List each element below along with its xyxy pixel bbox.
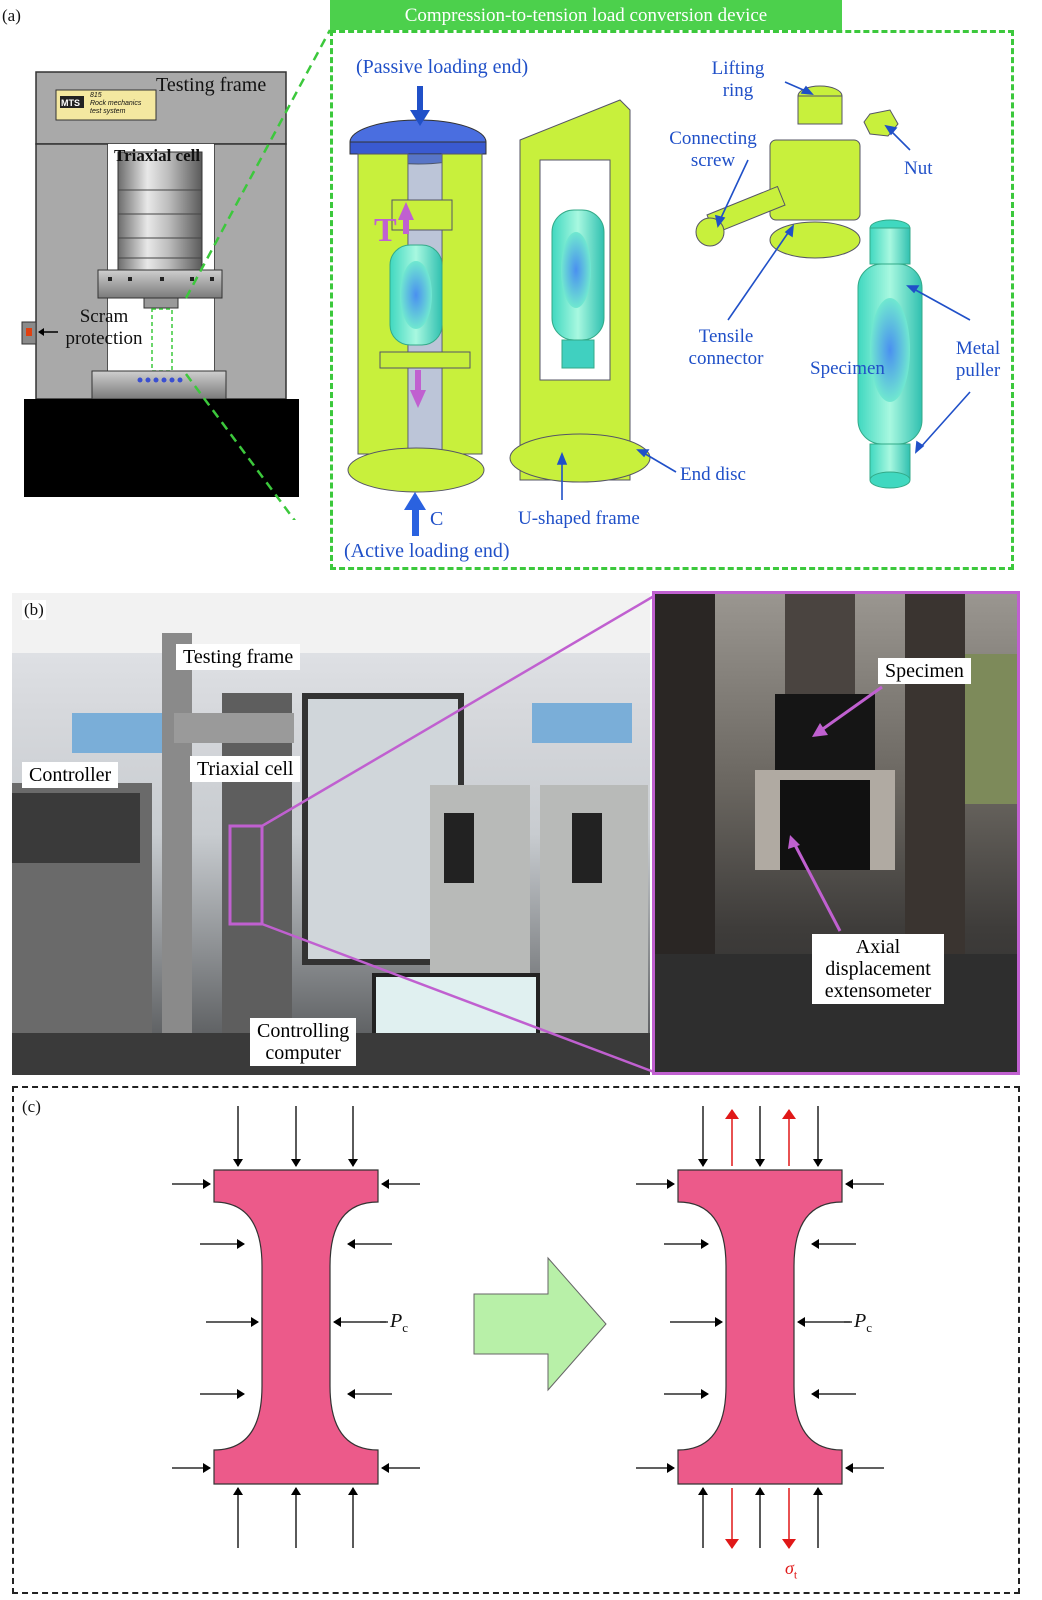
device-banner: Compression-to-tension load conversion d… [330, 0, 842, 30]
tensile-line1: Tensile [698, 326, 754, 347]
photo-testing-frame-label: Testing frame [176, 644, 301, 670]
c-symbol: C [430, 508, 444, 530]
metal-line2: puller [955, 360, 1001, 381]
computer-line2: computer [265, 1042, 341, 1064]
connecting-line1: Connecting [669, 128, 757, 149]
photo-extensometer-label: Axial displacement extensometer [812, 934, 944, 1004]
metal-puller-label: Metal puller [942, 338, 1014, 382]
scram-protection-label: Scram protection [54, 306, 154, 350]
nut-label: Nut [904, 158, 933, 179]
connecting-screw-label: Connecting screw [656, 128, 770, 172]
mts-plate-line1: 815 [90, 92, 102, 99]
u-frame-label: U-shaped frame [518, 508, 640, 529]
ext-line3: extensometer [824, 980, 932, 1002]
stress-state-diagram [172, 1106, 884, 1549]
device-zoom-box [330, 30, 1014, 570]
photo-computer-label: Controlling computer [250, 1018, 357, 1066]
lifting-line1: Lifting [711, 58, 765, 79]
photo-controller-label: Controller [22, 762, 119, 788]
mts-plate-text: 815 Rock mechanics test system [90, 92, 141, 116]
lifting-ring-label: Lifting ring [698, 58, 778, 102]
triaxial-cell-label: Triaxial cell [114, 146, 201, 165]
pc-main-left: P [390, 1310, 403, 1332]
ext-line1: Axial [855, 936, 901, 958]
photo-specimen-label: Specimen [878, 658, 971, 684]
ext-line2: displacement [825, 958, 931, 980]
active-end-label: (Active loading end) [344, 540, 510, 562]
tensile-line2: connector [688, 348, 764, 369]
panel-c-box [12, 1086, 1020, 1594]
pc-label-left: Pc [390, 1310, 408, 1336]
sigma-t-label: σt [785, 1558, 797, 1583]
panel-a-letter: (a) [2, 6, 21, 25]
scram-line1: Scram [79, 306, 129, 327]
passive-end-label: (Passive loading end) [356, 56, 529, 78]
specimen-label-a: Specimen [810, 358, 885, 379]
sigma-sub: t [793, 1567, 798, 1582]
left-specimen [213, 1169, 379, 1485]
end-disc-label: End disc [680, 464, 746, 485]
right-specimen [677, 1169, 843, 1485]
scram-line2: protection [65, 328, 143, 349]
mts-plate-line2: Rock mechanics [90, 100, 142, 107]
panel-c-letter: (c) [22, 1097, 41, 1116]
photo-triaxial-cell-label: Triaxial cell [190, 756, 301, 782]
t-symbol: T [374, 212, 397, 249]
lab-photo-overlay [228, 594, 655, 1074]
testing-frame-label: Testing frame [156, 74, 267, 96]
pc-sub-left: c [402, 1320, 408, 1335]
mts-logo: MTS [61, 98, 80, 108]
pc-label-right: Pc [854, 1310, 872, 1336]
lab-photo [12, 593, 650, 1075]
metal-line1: Metal [955, 338, 1001, 359]
lifting-line2: ring [722, 80, 754, 101]
transition-arrow [473, 1256, 607, 1392]
computer-line1: Controlling [257, 1020, 350, 1042]
connecting-line2: screw [690, 150, 736, 171]
zoom-photo [652, 591, 1020, 1075]
pc-main-right: P [854, 1310, 867, 1332]
tensile-connector-label: Tensile connector [676, 326, 776, 370]
panel-b-letter: (b) [22, 600, 46, 620]
mts-plate-line3: test system [90, 108, 126, 115]
testing-machine-schematic [21, 29, 330, 520]
pc-sub-right: c [866, 1320, 872, 1335]
device-drawing [347, 81, 971, 536]
sigma-main: σ [785, 1558, 794, 1578]
zoom-photo-arrows [788, 685, 883, 932]
